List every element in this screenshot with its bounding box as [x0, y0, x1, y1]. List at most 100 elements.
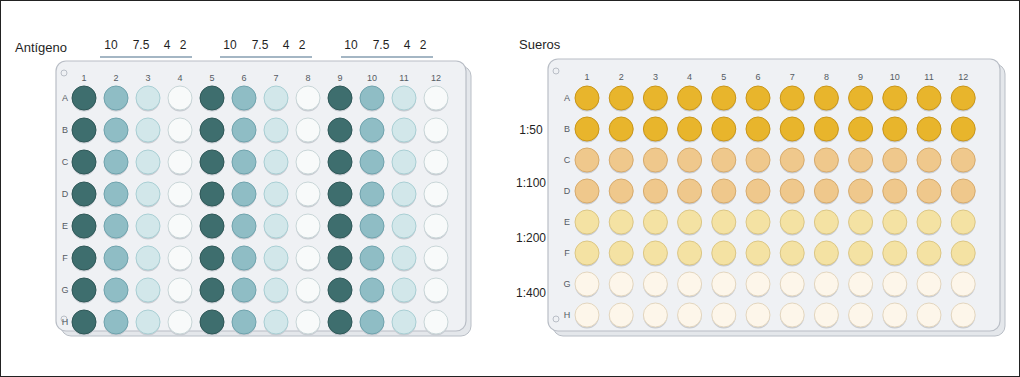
- well: [168, 150, 192, 174]
- well: [72, 182, 96, 206]
- concentration: 2: [180, 39, 187, 51]
- well: [424, 246, 448, 270]
- well: [609, 272, 633, 296]
- well: [678, 179, 702, 203]
- well: [849, 241, 873, 265]
- row-letter: C: [62, 158, 69, 167]
- plate-drawing: [547, 58, 1009, 342]
- concentration: 2: [299, 39, 306, 51]
- well: [360, 150, 384, 174]
- well: [328, 182, 352, 206]
- well: [917, 86, 941, 110]
- well: [712, 241, 736, 265]
- dilution: 1:400: [516, 287, 546, 299]
- well: [232, 214, 256, 238]
- concentration: 10: [104, 39, 117, 51]
- well: [136, 310, 160, 334]
- well: [746, 210, 770, 234]
- well: [264, 310, 288, 334]
- well: [609, 179, 633, 203]
- well: [883, 210, 907, 234]
- column-number: 9: [858, 73, 863, 82]
- well: [328, 118, 352, 142]
- well: [746, 86, 770, 110]
- well: [296, 310, 320, 334]
- well: [264, 150, 288, 174]
- well: [72, 118, 96, 142]
- column-number: 8: [305, 74, 310, 83]
- well: [104, 214, 128, 238]
- well: [609, 148, 633, 172]
- dilution: 1:200: [516, 232, 546, 244]
- column-number: 12: [431, 74, 441, 83]
- well: [360, 246, 384, 270]
- column-number: 9: [337, 74, 342, 83]
- microplate: 123456789101112ABCDEFGH: [55, 60, 475, 344]
- concentration: 10: [223, 39, 236, 51]
- well: [264, 246, 288, 270]
- plate-body: [548, 59, 1000, 331]
- column-number: 5: [209, 74, 214, 83]
- column-number: 11: [924, 73, 933, 82]
- well: [746, 179, 770, 203]
- well: [814, 86, 838, 110]
- well: [780, 179, 804, 203]
- well: [200, 118, 224, 142]
- well: [232, 86, 256, 110]
- well: [917, 179, 941, 203]
- well: [609, 210, 633, 234]
- well: [392, 150, 416, 174]
- microplate: 123456789101112ABCDEFGH: [547, 58, 1009, 342]
- well: [392, 182, 416, 206]
- well: [360, 278, 384, 302]
- well: [849, 86, 873, 110]
- well: [951, 303, 975, 327]
- well: [849, 179, 873, 203]
- well: [814, 179, 838, 203]
- row-letter: A: [564, 94, 570, 103]
- column-number: 5: [721, 73, 726, 82]
- well: [678, 241, 702, 265]
- well: [104, 182, 128, 206]
- well: [296, 150, 320, 174]
- plate-notch: [553, 68, 559, 74]
- well: [360, 214, 384, 238]
- well: [746, 272, 770, 296]
- row-letter: B: [564, 125, 570, 134]
- column-number: 3: [653, 73, 658, 82]
- well: [328, 86, 352, 110]
- well: [392, 86, 416, 110]
- well: [136, 150, 160, 174]
- well: [951, 179, 975, 203]
- well: [917, 303, 941, 327]
- column-number: 7: [273, 74, 278, 83]
- group-underline: [100, 56, 192, 57]
- well: [168, 86, 192, 110]
- well: [200, 246, 224, 270]
- well: [780, 86, 804, 110]
- well: [232, 118, 256, 142]
- row-letter: F: [564, 249, 570, 258]
- row-letter: D: [564, 187, 571, 196]
- well: [883, 241, 907, 265]
- well: [360, 182, 384, 206]
- well: [849, 303, 873, 327]
- well: [232, 310, 256, 334]
- well: [168, 118, 192, 142]
- dilution: 1:100: [516, 177, 546, 189]
- well: [72, 150, 96, 174]
- well: [917, 117, 941, 141]
- row-letter: H: [564, 311, 571, 320]
- well: [780, 241, 804, 265]
- column-number: 11: [399, 74, 408, 83]
- well: [392, 246, 416, 270]
- well: [575, 303, 599, 327]
- well: [643, 241, 667, 265]
- concentration: 7.5: [133, 39, 150, 51]
- well: [849, 210, 873, 234]
- row-letter: B: [62, 126, 68, 135]
- well: [200, 150, 224, 174]
- column-number: 4: [687, 73, 692, 82]
- group-underline: [220, 56, 312, 57]
